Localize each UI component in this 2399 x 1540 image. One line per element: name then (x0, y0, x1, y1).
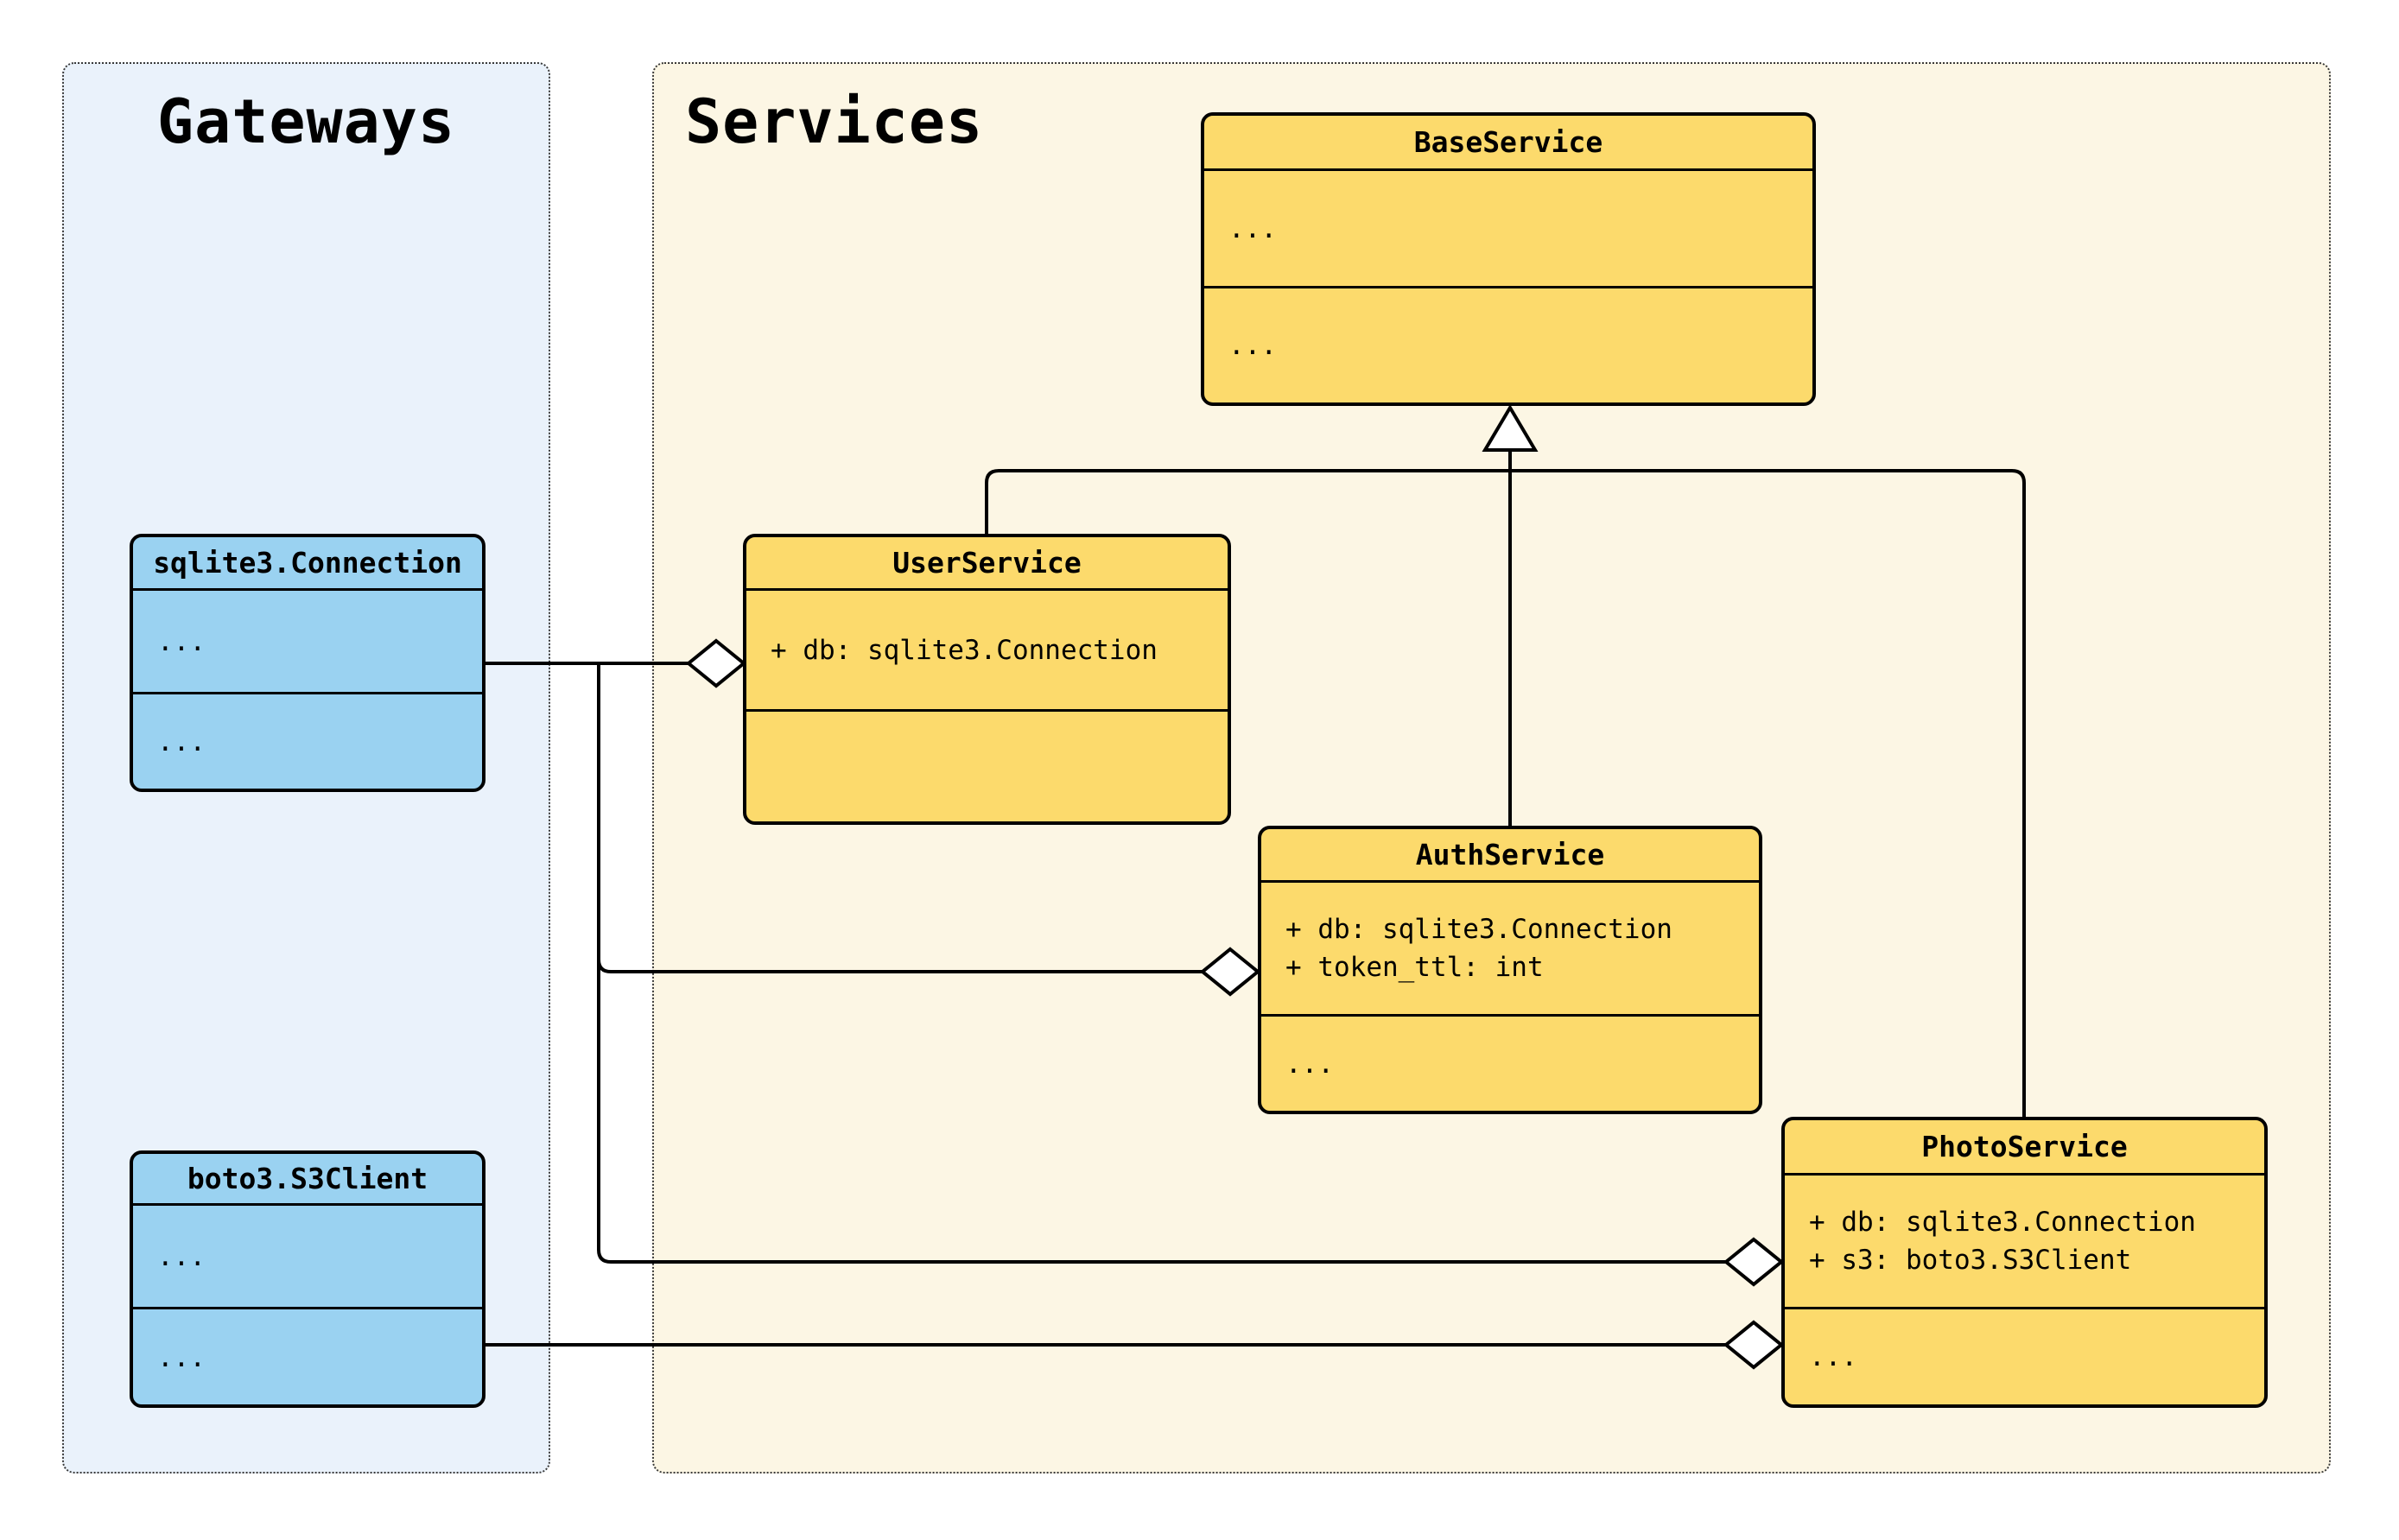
class-box-userservice: UserService + db: sqlite3.Connection (743, 534, 1231, 825)
class-attribute-line: + token_ttl: int (1285, 952, 1544, 983)
class-attributes: ... (1204, 171, 1812, 288)
class-attributes: + db: sqlite3.Connection + token_ttl: in… (1261, 883, 1759, 1017)
class-attributes: ... (133, 591, 482, 694)
class-attributes: + db: sqlite3.Connection (746, 591, 1228, 712)
class-title: boto3.S3Client (133, 1154, 482, 1206)
class-box-photoservice: PhotoService + db: sqlite3.Connection + … (1781, 1117, 2268, 1408)
class-box-baseservice: BaseService ... ... (1201, 112, 1816, 406)
class-attribute-line: + db: sqlite3.Connection (1809, 1207, 2196, 1238)
class-box-sqlite3-connection: sqlite3.Connection ... ... (130, 534, 486, 792)
class-attributes: ... (133, 1206, 482, 1309)
gateways-group-title: Gateways (156, 86, 456, 157)
services-group-title: Services (685, 86, 984, 157)
class-title: UserService (746, 537, 1228, 591)
class-methods: ... (1228, 330, 1277, 361)
class-attribute-line: + s3: boto3.S3Client (1809, 1245, 2132, 1276)
class-attribute-line: + db: sqlite3.Connection (1285, 914, 1672, 945)
class-attributes: + db: sqlite3.Connection + s3: boto3.S3C… (1785, 1176, 2264, 1309)
class-box-authservice: AuthService + db: sqlite3.Connection + t… (1258, 826, 1762, 1114)
class-title: BaseService (1204, 116, 1812, 171)
class-methods (746, 712, 1228, 821)
class-title: AuthService (1261, 829, 1759, 883)
class-title: sqlite3.Connection (133, 537, 482, 591)
class-box-boto3-s3client: boto3.S3Client ... ... (130, 1150, 486, 1408)
class-methods: ... (157, 1341, 206, 1373)
class-title: PhotoService (1785, 1120, 2264, 1176)
class-methods: ... (1285, 1048, 1334, 1080)
class-methods: ... (1809, 1341, 1857, 1372)
class-methods: ... (157, 726, 206, 757)
